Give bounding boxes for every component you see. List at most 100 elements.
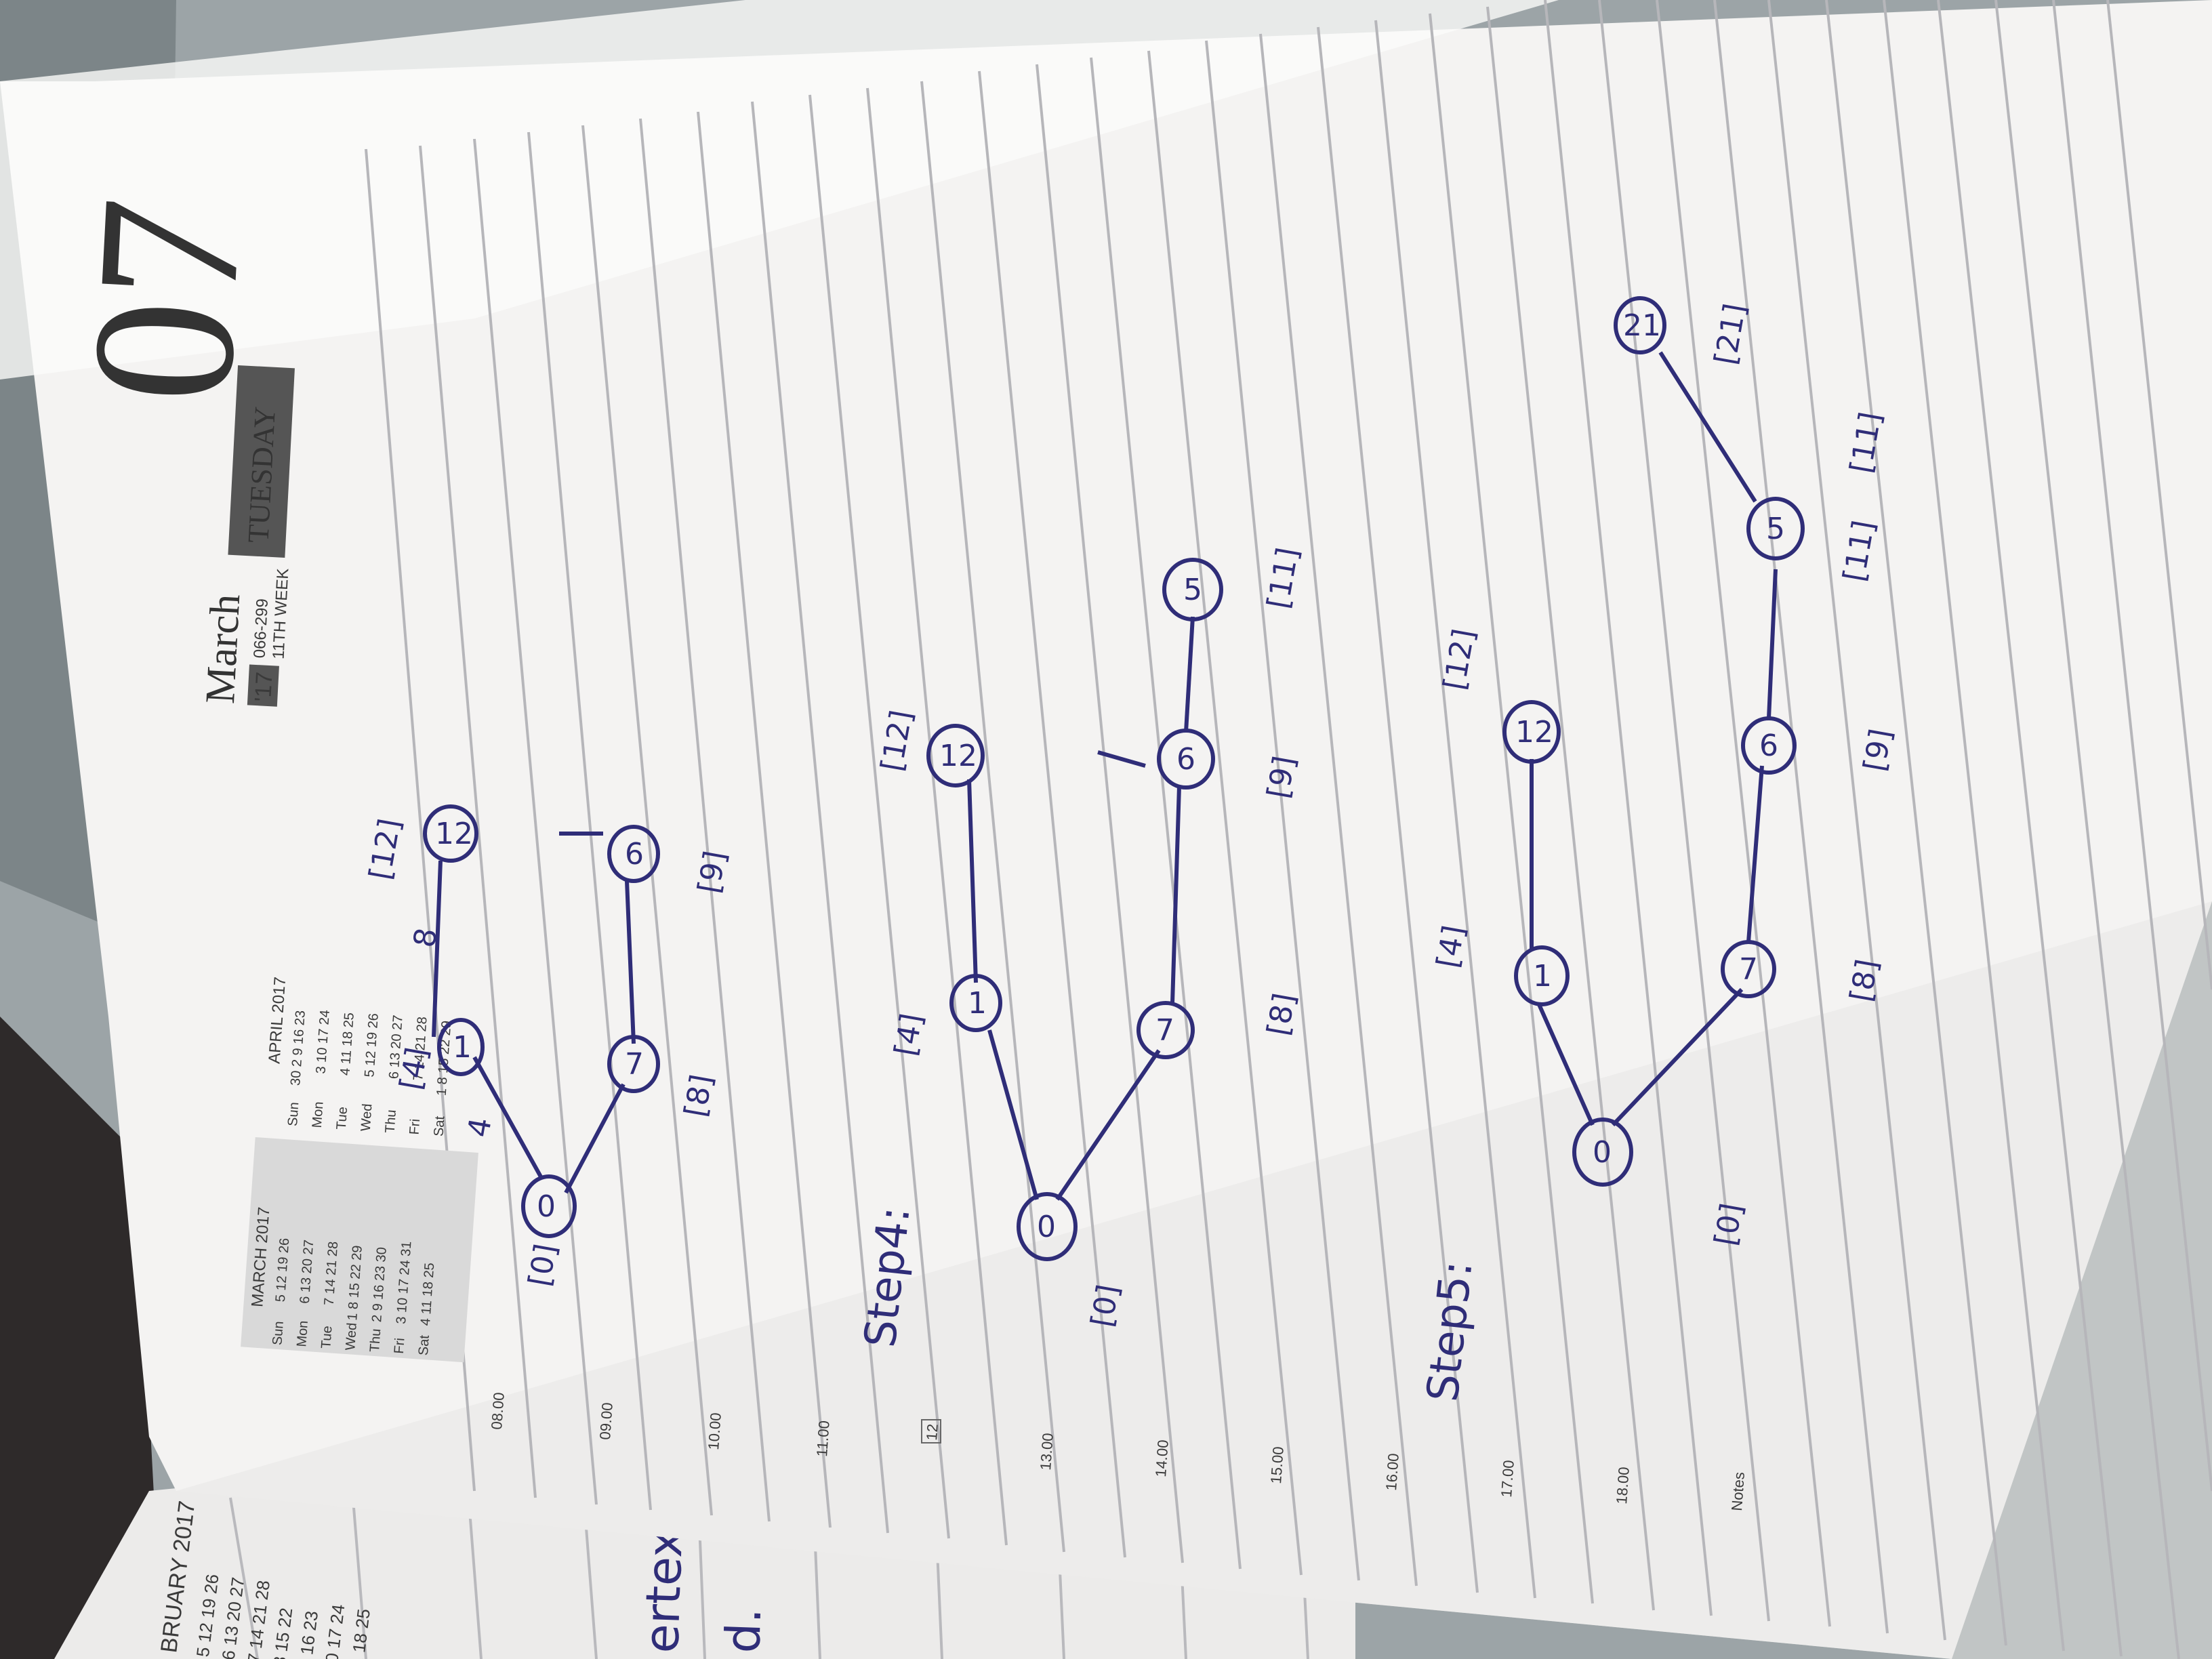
graph-node-label: 0 — [1037, 1210, 1056, 1244]
hour-label: 17.00 — [1498, 1460, 1517, 1498]
graph-node — [521, 1174, 577, 1238]
graph-node — [607, 1035, 660, 1093]
graph-node — [1502, 700, 1561, 764]
april-day: Sun — [285, 1102, 302, 1127]
graph-distance: [8] — [1261, 991, 1303, 1038]
graph-node-label: 5 — [1766, 512, 1785, 546]
graph-distance: [0] — [1708, 1201, 1750, 1248]
graph-distance: [0] — [523, 1242, 564, 1289]
march-day: Sat — [416, 1334, 432, 1356]
graph-node-label: 6 — [625, 837, 644, 872]
graph-node-label: 6 — [1759, 729, 1778, 763]
graph-node-label: 1 — [453, 1030, 472, 1065]
graph-node-label: 7 — [625, 1047, 644, 1082]
graph-distance: [9] — [692, 848, 733, 896]
left-note-fragment: ertex — [634, 1528, 693, 1654]
graph-node-label: 7 — [1739, 952, 1758, 987]
hour-label: Notes — [1728, 1471, 1748, 1511]
april-day: Thu — [383, 1109, 399, 1134]
hour-label: 18.00 — [1613, 1467, 1633, 1505]
graph-1-nodes — [423, 804, 660, 1238]
hour-label: 09.00 — [596, 1402, 616, 1441]
notebook-cover-edge — [0, 1017, 163, 1659]
ruled-lines — [365, 0, 2212, 1659]
hour-label: 08.00 — [488, 1392, 508, 1431]
graph-node-label: 1 — [968, 986, 987, 1021]
april-day: Sat — [431, 1115, 447, 1137]
graph-distance: [4] — [888, 1011, 930, 1059]
graph-node — [1614, 296, 1666, 354]
day-count: 066-299 — [251, 598, 272, 659]
march-day: Mon — [294, 1320, 311, 1347]
graph-distance: [9] — [1858, 726, 1899, 774]
graph-2-nodes — [926, 558, 1223, 1261]
march-day: Tue — [319, 1326, 335, 1349]
today-marker-box — [921, 1419, 941, 1443]
month-label: March — [197, 593, 249, 705]
hour-label: 15.00 — [1267, 1446, 1287, 1485]
graph-node-label: 1 — [1533, 959, 1552, 994]
graph-node-label: 12 — [939, 739, 977, 773]
graph-node — [1514, 945, 1570, 1006]
march-day: Thu — [367, 1328, 384, 1353]
march-day: Fri — [392, 1338, 408, 1355]
hour-label: 10.00 — [705, 1412, 724, 1451]
april-day: Tue — [334, 1106, 350, 1130]
graph-node-label: 0 — [1593, 1135, 1612, 1170]
graph-node — [437, 1018, 485, 1076]
hour-label: 16.00 — [1382, 1453, 1402, 1492]
graph-node — [1017, 1192, 1078, 1261]
hour-label: 12 — [923, 1423, 941, 1441]
graph-node — [607, 825, 660, 883]
graph-node — [949, 974, 1002, 1032]
year-badge-bg — [247, 664, 279, 707]
hour-label: 11.00 — [813, 1420, 833, 1457]
graph-3-nodes — [1502, 296, 1805, 1187]
march-calendar-bg — [241, 1136, 478, 1363]
weekday-bar — [228, 365, 295, 558]
graph-node-label: 21 — [1623, 308, 1661, 343]
graph-2-labels: 0 1 12 7 6 5 [0] [4] [12] [8] [9] [11] — [875, 545, 1306, 1330]
graph-node-label: 6 — [1176, 742, 1195, 777]
graph-node-label: 5 — [1183, 573, 1202, 607]
graph-distance: [4] — [394, 1045, 435, 1092]
graph-distance: [4] — [1431, 923, 1472, 970]
hour-labels: 08.00 09.00 10.00 11.00 12 13.00 14.00 1… — [488, 1392, 1748, 1512]
graph-distance: [0] — [1085, 1282, 1126, 1330]
graph-1-labels: 0 1 12 7 6 [0] [4] [12] [8] [9] 4 8 — [363, 816, 733, 1289]
graph-node — [1162, 558, 1223, 621]
graph-distance: [8] — [1844, 957, 1885, 1004]
graph-3-labels: 0 1 12 7 6 5 21 [0] [4] [12] [8] [9] [11… — [1431, 301, 1899, 1248]
graph-node — [1746, 497, 1805, 560]
graph-2-edges — [967, 616, 1195, 1201]
graph-node — [1721, 940, 1776, 998]
year-badge: '17 — [250, 671, 277, 702]
hour-label: 14.00 — [1152, 1439, 1172, 1478]
graph-node — [926, 724, 985, 787]
hour-label: 13.00 — [1037, 1433, 1057, 1471]
april-day: Fri — [407, 1118, 424, 1135]
march-day: Wed — [343, 1322, 360, 1351]
graph-distance: [8] — [678, 1072, 720, 1120]
left-note-fragment: d. — [715, 1607, 772, 1654]
mini-calendars: MARCH 2017 Sun Mon Tue Wed Thu Fri Sat 5… — [241, 977, 478, 1363]
graph-node-label: 12 — [1515, 715, 1553, 750]
graph-1-edges — [432, 832, 636, 1194]
graph-3-edges — [1530, 351, 1778, 1127]
april-day: Mon — [310, 1101, 327, 1128]
march-day: Sun — [270, 1321, 286, 1346]
graph-node-label: 0 — [537, 1189, 556, 1224]
graph-distance: [9] — [1261, 754, 1303, 801]
april-day: Wed — [359, 1103, 375, 1132]
graph-node-label: 7 — [1155, 1013, 1174, 1048]
graph-node — [1572, 1118, 1633, 1187]
graph-node — [423, 804, 478, 863]
date-header: 07 March '17 066-299 11TH WEEK TUESDAY — [48, 193, 295, 707]
graph-node — [1136, 1001, 1195, 1059]
graph-node-label: 12 — [435, 817, 473, 851]
graph-node — [1157, 729, 1215, 790]
weekday-label: TUESDAY — [241, 406, 281, 544]
graph-node — [1741, 716, 1797, 775]
